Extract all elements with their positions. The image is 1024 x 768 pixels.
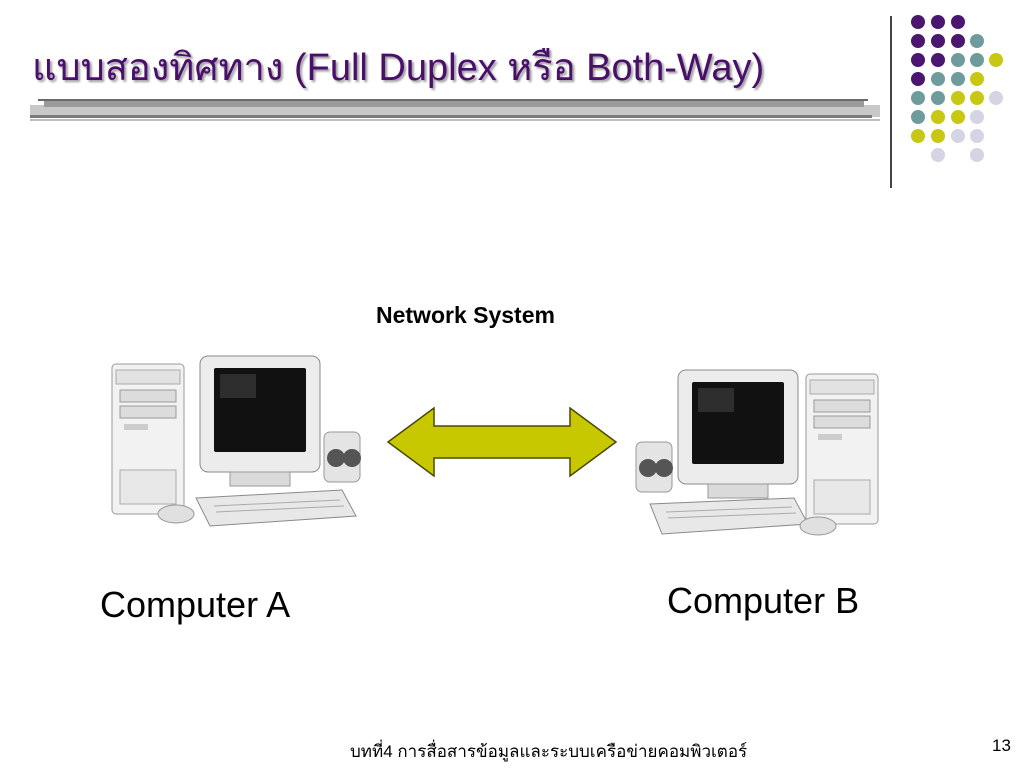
slide-title: แบบสองทิศทาง (Full Duplex หรือ Both-Way) <box>32 47 765 89</box>
decorative-dots-icon <box>911 15 1003 162</box>
header-divider <box>890 16 892 188</box>
computer-icon <box>111 355 361 527</box>
title-underline <box>30 99 880 121</box>
slide-footer: บทที่4 การสื่อสารข้อมูลและระบบเครือข่ายค… <box>350 742 748 761</box>
network-system-label: Network System <box>376 302 555 328</box>
computer-a-label: Computer A <box>100 584 291 625</box>
computer-icon <box>635 369 879 536</box>
page-number: 13 <box>992 736 1011 755</box>
double-arrow-icon <box>386 406 618 478</box>
computer-b-label: Computer B <box>667 580 860 621</box>
